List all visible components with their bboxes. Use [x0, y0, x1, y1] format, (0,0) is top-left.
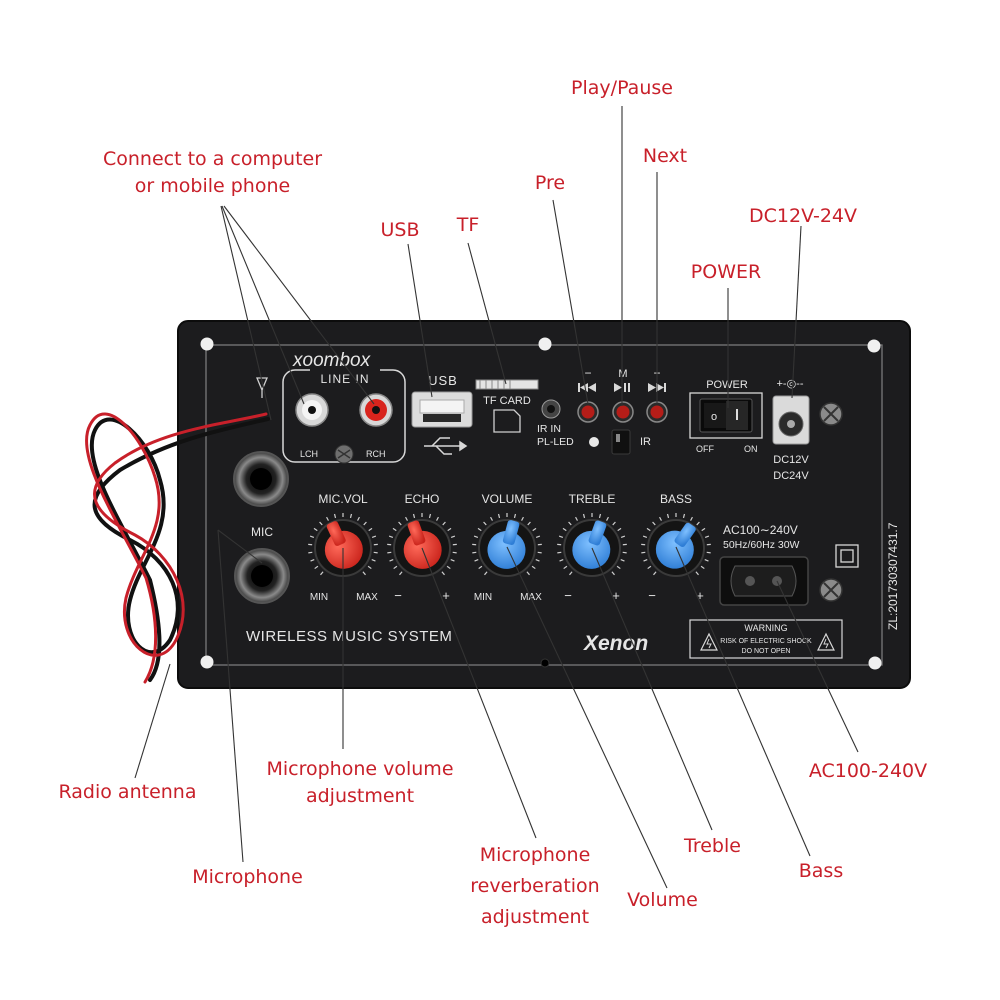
- knob-max-label: MAX: [356, 592, 378, 603]
- rca-jack-left[interactable]: [295, 393, 329, 427]
- callout-next: Next: [642, 145, 688, 167]
- dc12-label: DC12V: [773, 454, 809, 466]
- mounting-hole: [200, 337, 214, 351]
- callout-pre: Pre: [534, 172, 566, 194]
- mounting-hole: [868, 656, 882, 670]
- screw-icon: [819, 402, 843, 426]
- callout-line-in: Connect to a computer or mobile phone: [102, 148, 323, 197]
- mounting-hole: [867, 339, 881, 353]
- ir-label: IR: [640, 436, 651, 448]
- rca-jack-right[interactable]: [359, 393, 393, 427]
- serial-number: ZL:201730307431.7: [886, 522, 900, 630]
- power-switch-label: POWER: [706, 379, 748, 391]
- usb-label: USB: [428, 373, 458, 388]
- tf-card-label: TF CARD: [483, 395, 531, 407]
- callout-tf: TF: [456, 214, 480, 236]
- ac-freq-label: 50Hz/60Hz 30W: [723, 539, 800, 551]
- knob-min-label: −: [394, 588, 402, 603]
- callout-mic-volume: Microphone volume adjustment: [266, 758, 454, 807]
- mounting-hole: [200, 655, 214, 669]
- callout-microphone: Microphone: [192, 866, 303, 888]
- next-button[interactable]: [646, 401, 668, 423]
- warning-icon: [817, 632, 835, 651]
- knob-label: TREBLE: [569, 492, 616, 506]
- warning-box: [689, 619, 843, 659]
- mic-jack-2[interactable]: [234, 548, 290, 604]
- power-led: [589, 437, 599, 447]
- on-label: ON: [744, 444, 758, 454]
- callout-power: POWER: [690, 261, 762, 283]
- line-in-label: LINE IN: [320, 372, 369, 386]
- callout-play-pause: Play/Pause: [571, 77, 673, 99]
- knob-label: ECHO: [405, 492, 440, 506]
- brand-logo: xoombox: [292, 350, 372, 371]
- mic-label: MIC: [251, 525, 273, 539]
- knob-min-label: −: [648, 588, 656, 603]
- maker-logo: Xenon: [583, 632, 648, 655]
- knob-min-label: −: [564, 588, 572, 603]
- play-pause-icon: [614, 383, 630, 392]
- pl-led-label: PL-LED: [537, 436, 574, 448]
- screw-icon: [819, 578, 843, 602]
- antenna-icon: [256, 377, 268, 398]
- prev-button[interactable]: [577, 401, 599, 423]
- dc24-label: DC24V: [773, 470, 809, 482]
- volume-knob[interactable]: [472, 513, 542, 577]
- svg-text:o: o: [711, 411, 717, 423]
- knob-max-label: +: [442, 588, 450, 603]
- warning-title: WARNING: [744, 623, 787, 633]
- warning-line1: RISK OF ELECTRIC SHOCK: [720, 638, 812, 645]
- ir-in-label: IR IN: [537, 423, 561, 435]
- ir-window: [611, 429, 631, 455]
- knob-label: MIC.VOL: [318, 492, 368, 506]
- knob-max-label: +: [696, 588, 704, 603]
- warning-icon: [700, 632, 718, 651]
- knob-min-label: MIN: [310, 592, 328, 603]
- knob-min-label: MIN: [474, 592, 492, 603]
- lch-label: LCH: [300, 449, 318, 459]
- callout-treble: Treble: [684, 835, 741, 857]
- callout-mic-reverb: Microphone reverberation adjustment: [470, 844, 600, 928]
- mounting-hole: [538, 337, 552, 351]
- callout-bass: Bass: [798, 860, 844, 882]
- dc-polarity-label: +-◎--: [776, 378, 803, 390]
- play-pause-button[interactable]: [612, 401, 634, 423]
- knob-max-label: +: [612, 588, 620, 603]
- knob-label: BASS: [660, 492, 692, 506]
- btn-m-label: M: [618, 368, 627, 380]
- off-label: OFF: [696, 444, 714, 454]
- board-screw-hole: [540, 658, 550, 668]
- callout-lines: [134, 106, 859, 889]
- ac-rating-label: AC100∼240V: [723, 523, 798, 537]
- tf-card-slot[interactable]: [475, 379, 539, 390]
- callout-ac: AC100-240V: [808, 760, 928, 782]
- usb-icon: [424, 437, 468, 455]
- callout-dc: DC12V-24V: [749, 205, 857, 227]
- callout-volume: Volume: [627, 889, 698, 911]
- double-insulation-icon: [835, 544, 859, 568]
- btn-minus-label: −: [584, 366, 591, 380]
- callout-radio-antenna: Radio antenna: [58, 781, 197, 803]
- antenna-wire: [84, 412, 270, 684]
- tf-card-icon: [493, 409, 521, 433]
- next-icon: [648, 383, 666, 392]
- power-switch-frame: [689, 392, 763, 439]
- system-name: WIRELESS MUSIC SYSTEM: [246, 628, 452, 645]
- rch-label: RCH: [366, 449, 386, 459]
- knob-label: VOLUME: [482, 492, 533, 506]
- callout-usb: USB: [380, 219, 420, 241]
- mic-jack-1[interactable]: [233, 451, 289, 507]
- warning-line2: DO NOT OPEN: [742, 648, 791, 655]
